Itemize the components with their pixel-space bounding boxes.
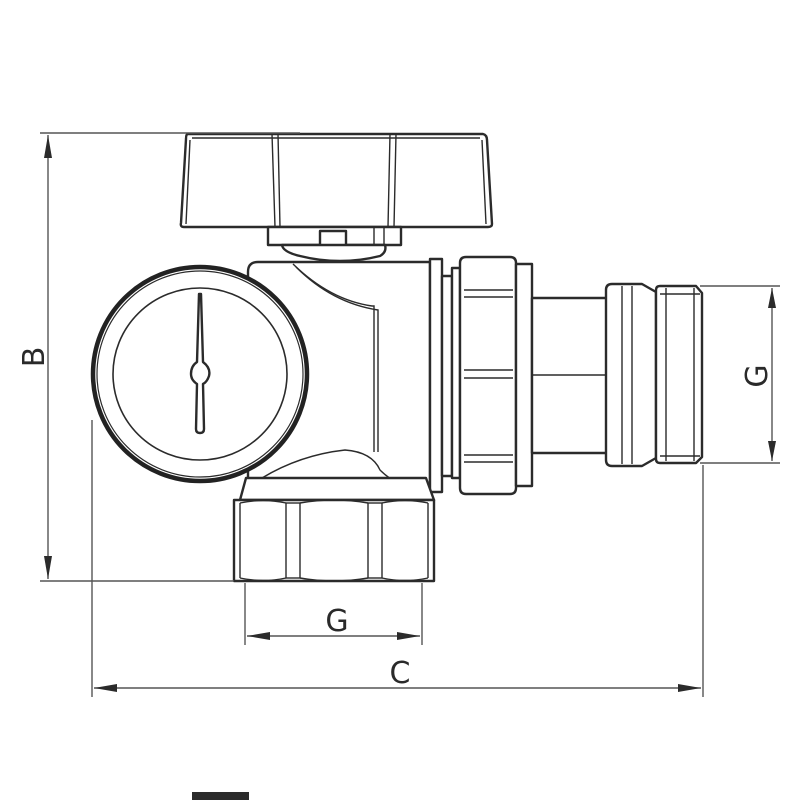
dimension-g-right: G [700, 285, 780, 464]
dimension-g-right-label: G [740, 364, 775, 387]
butterfly-handle [179, 132, 494, 267]
dimension-c-label: C [390, 656, 411, 691]
dimension-b: B [17, 132, 300, 582]
dimension-g-bottom-label: G [325, 604, 348, 639]
dimension-g-bottom: G [244, 583, 423, 645]
pressure-gauge [90, 264, 310, 484]
male-threaded-outlet [530, 282, 704, 468]
female-hex-nut [232, 476, 436, 583]
cropped-bar [192, 792, 249, 800]
union-hex-nut [450, 255, 534, 496]
gauge-needle-icon [189, 292, 211, 435]
dimension-b-label: B [17, 347, 52, 368]
dimension-c: C [91, 420, 704, 697]
